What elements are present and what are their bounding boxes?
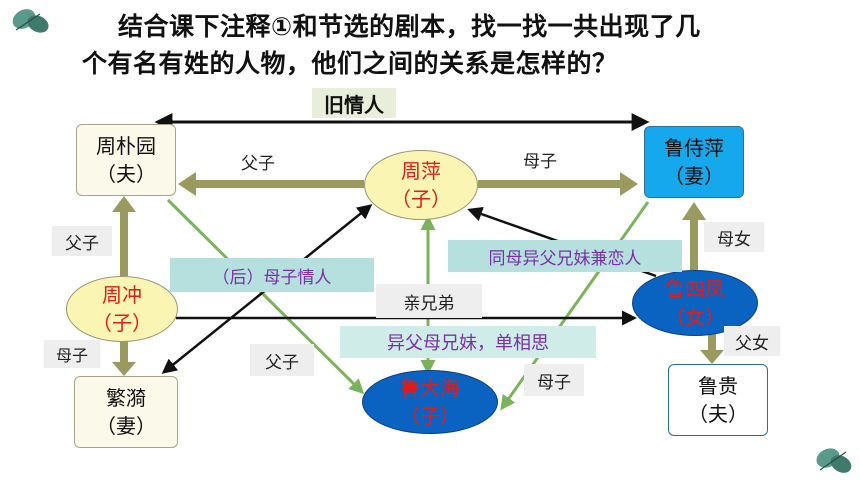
label-old-lovers: 旧情人 <box>312 88 396 118</box>
node-lu-sifeng: 鲁四凤 （女） <box>632 270 758 336</box>
node-role: （子） <box>391 187 451 211</box>
label-blood-brothers: 亲兄弟 <box>376 284 482 318</box>
node-fan-yi: 繁漪 （妻） <box>74 376 178 448</box>
node-lu-shiping: 鲁侍萍 （妻） <box>644 126 744 198</box>
node-name: 周冲 <box>102 283 142 307</box>
label-half-siblings-lovers: 同母异父兄妹兼恋人 <box>448 240 682 272</box>
title-line-1: 结合课下注释①和节选的剧本，找一找一共出现了几 <box>118 12 701 41</box>
leaf-decoration-top-left-icon <box>12 9 49 33</box>
node-zhou-ping: 周萍 （子） <box>364 150 478 220</box>
arrow-zhouping-to-zhoupuyuan <box>178 172 364 196</box>
leaf-decoration-bottom-right-icon <box>816 448 852 473</box>
label-stepmother-lovers: （后）母子情人 <box>170 258 374 292</box>
node-role: （女） <box>665 305 725 329</box>
arrow-zhouchong-to-fanyi <box>112 338 136 376</box>
label-mother-daughter: 母女 <box>704 222 764 252</box>
node-role: （夫） <box>688 402 748 426</box>
node-name: 鲁侍萍 <box>664 136 724 160</box>
node-name: 周萍 <box>401 159 441 183</box>
node-lu-gui: 鲁贵 （夫） <box>668 364 768 436</box>
node-zhou-puyuan: 周朴园 （夫） <box>76 124 176 196</box>
page-title: 结合课下注释①和节选的剧本，找一找一共出现了几 个有名有姓的人物，他们之间的关系… <box>82 8 842 82</box>
label-mother-son-top: 母子 <box>523 151 557 172</box>
arrow-lusifeng-to-lugui <box>700 334 724 364</box>
arrow-lusifeng-to-lushiping <box>682 202 706 270</box>
label-father-son-left: 父子 <box>52 226 112 256</box>
label-father-son-bottom: 父子 <box>250 344 314 376</box>
arrow-zhouping-to-lushiping <box>478 172 638 196</box>
node-name: 鲁四凤 <box>665 277 725 301</box>
label-father-son-top: 父子 <box>241 153 275 174</box>
label-mother-son-bottom: 母子 <box>524 364 584 396</box>
node-lu-dahai: 鲁大海 （子） <box>362 370 498 434</box>
title-line-2: 个有名有姓的人物，他们之间的关系是怎样的？ <box>82 49 618 78</box>
node-role: （子） <box>400 404 460 428</box>
label-half-siblings-crush: 异父母兄妹，单相思 <box>340 326 596 358</box>
node-role: （妻） <box>664 164 724 188</box>
node-name: 繁漪 <box>106 386 146 410</box>
label-father-daughter: 父女 <box>724 326 780 356</box>
node-name: 周朴园 <box>96 134 156 158</box>
label-mother-son-left: 母子 <box>44 340 100 368</box>
node-role: （夫） <box>96 162 156 186</box>
node-name: 鲁大海 <box>400 376 460 400</box>
node-zhou-chong: 周冲 （子） <box>66 276 178 342</box>
node-role: （妻） <box>96 414 156 438</box>
node-role: （子） <box>92 311 152 335</box>
node-name: 鲁贵 <box>698 374 738 398</box>
arrow-zhouchong-to-zhoupuyuan <box>112 196 136 276</box>
